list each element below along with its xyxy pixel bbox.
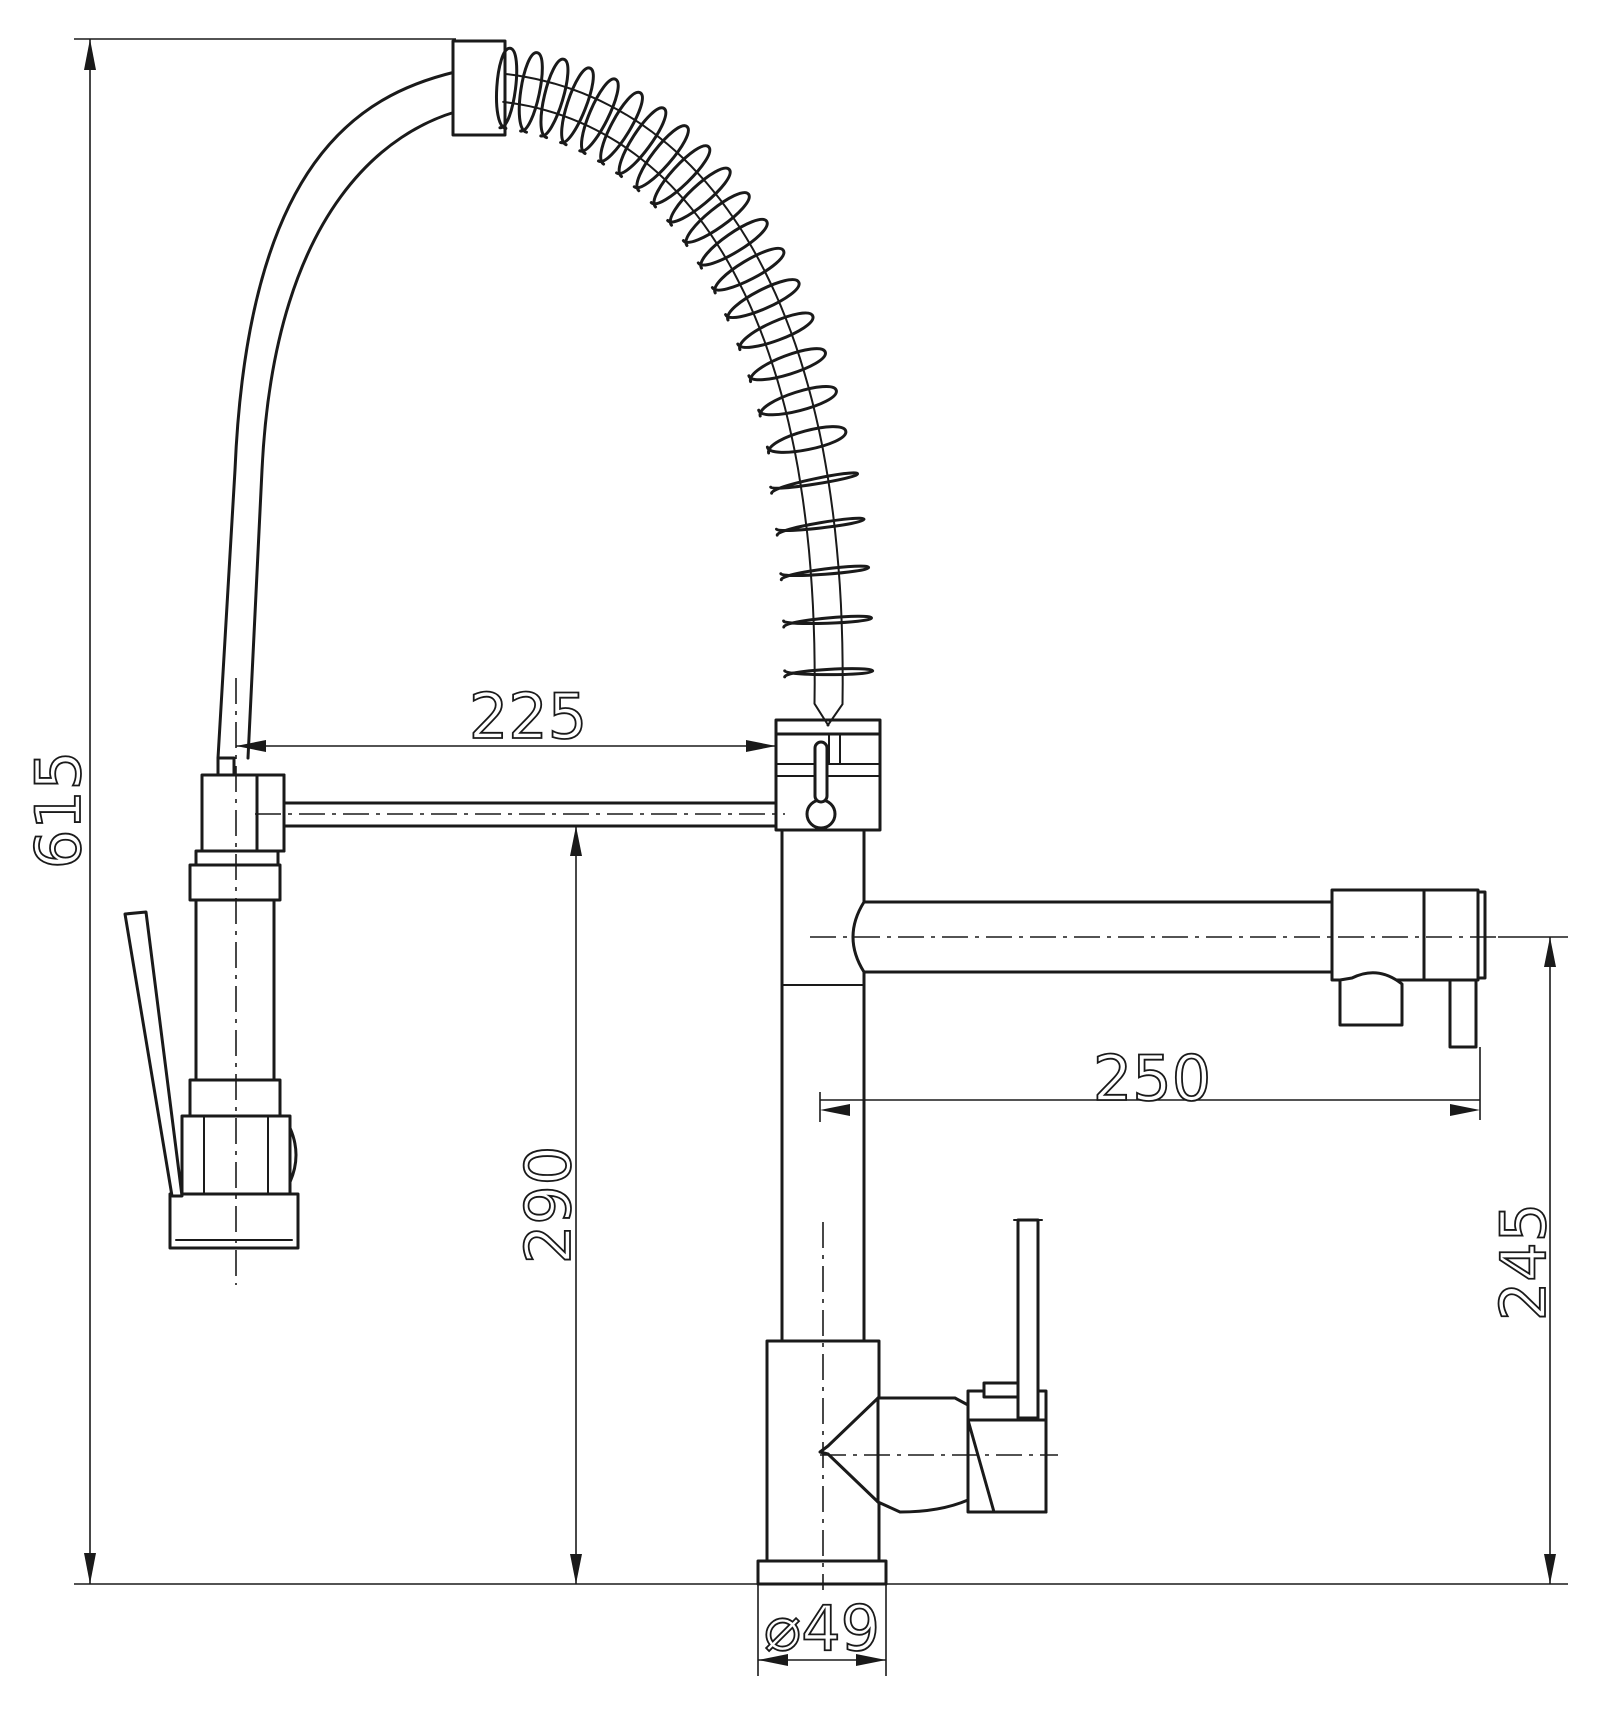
spring-coil	[696, 217, 769, 270]
base-flange	[756, 1559, 888, 1586]
mixer-handle-assembly	[818, 1218, 1048, 1514]
spring-coil	[597, 91, 644, 166]
sprayer-collar	[194, 849, 280, 867]
sprayer-trigger	[123, 910, 184, 1198]
swing-spout	[851, 888, 1487, 1049]
spring-coil	[724, 278, 801, 322]
spring-coil	[495, 46, 519, 130]
spring-coil	[578, 77, 620, 155]
lever-mount	[982, 1381, 1020, 1399]
spring-coil	[517, 51, 544, 134]
coil-spring	[495, 46, 875, 727]
label-615: 615	[22, 751, 95, 869]
spring-coil	[757, 385, 838, 418]
pull-down-hose	[216, 39, 882, 760]
spring-coil	[649, 144, 712, 209]
spout-nozzle	[1448, 978, 1478, 1049]
label-290: 290	[512, 1146, 585, 1264]
label-225: 225	[469, 680, 587, 753]
spring-coil	[783, 667, 875, 679]
spring-coil	[769, 471, 860, 495]
dimension-spout-reach: 250	[819, 1041, 1481, 1122]
sprayer-tube	[194, 898, 276, 1082]
spout-head	[1330, 888, 1426, 982]
main-column	[780, 828, 866, 1343]
mixer-lever	[1016, 1218, 1040, 1420]
spring-coil	[632, 124, 690, 193]
spring-coil	[765, 425, 848, 455]
dimension-spout-height: 245	[1486, 936, 1568, 1584]
spring-coil	[681, 191, 751, 247]
label-245: 245	[1487, 1203, 1560, 1321]
swivel-pin	[805, 798, 837, 830]
dimension-spray-arm-height: 290	[511, 826, 586, 1584]
spring-coil	[736, 311, 815, 352]
spring-coil	[782, 614, 874, 629]
spring-coil	[615, 106, 668, 178]
label-diameter-49: ⌀49	[764, 1592, 880, 1665]
spring-coil	[710, 247, 786, 295]
dimension-base-diameter: ⌀49	[757, 1584, 887, 1676]
label-250: 250	[1093, 1042, 1211, 1115]
spring-coil	[539, 57, 570, 140]
spring-coil	[779, 564, 871, 582]
hose-inner-line	[502, 100, 829, 726]
spring-coil	[666, 166, 732, 227]
spray-arm	[123, 756, 778, 1250]
center-lines	[235, 678, 1498, 1590]
dimension-overall-height: 615	[21, 38, 1568, 1585]
spring-coil	[747, 347, 827, 384]
hose-inner-line	[505, 73, 844, 726]
dimension-spray-arm-reach: 225	[236, 679, 776, 754]
spring-coil	[559, 66, 595, 147]
spring-coil	[775, 516, 866, 537]
